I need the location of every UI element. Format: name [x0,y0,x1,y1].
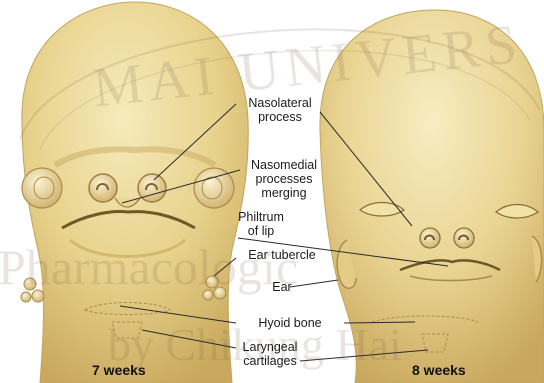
label-nasomedial: Nasomedial processes merging [236,158,332,200]
label-ear-tubercle: Ear tubercle [236,248,328,262]
label-laryngeal-cartilages: Laryngeal cartilages [238,340,302,368]
left-eye-7w [22,168,62,208]
label-philtrum: Philtrum of lip [230,210,292,238]
caption-8-weeks: 8 weeks [412,362,466,378]
right-eye-7w [194,168,234,208]
label-ear: Ear [270,280,294,294]
label-nasolateral: Nasolateral process [232,96,328,124]
label-hyoid-bone: Hyoid bone [238,316,342,330]
caption-7-weeks: 7 weeks [92,362,146,378]
watermark-lower: Pharmacologic [0,238,298,296]
